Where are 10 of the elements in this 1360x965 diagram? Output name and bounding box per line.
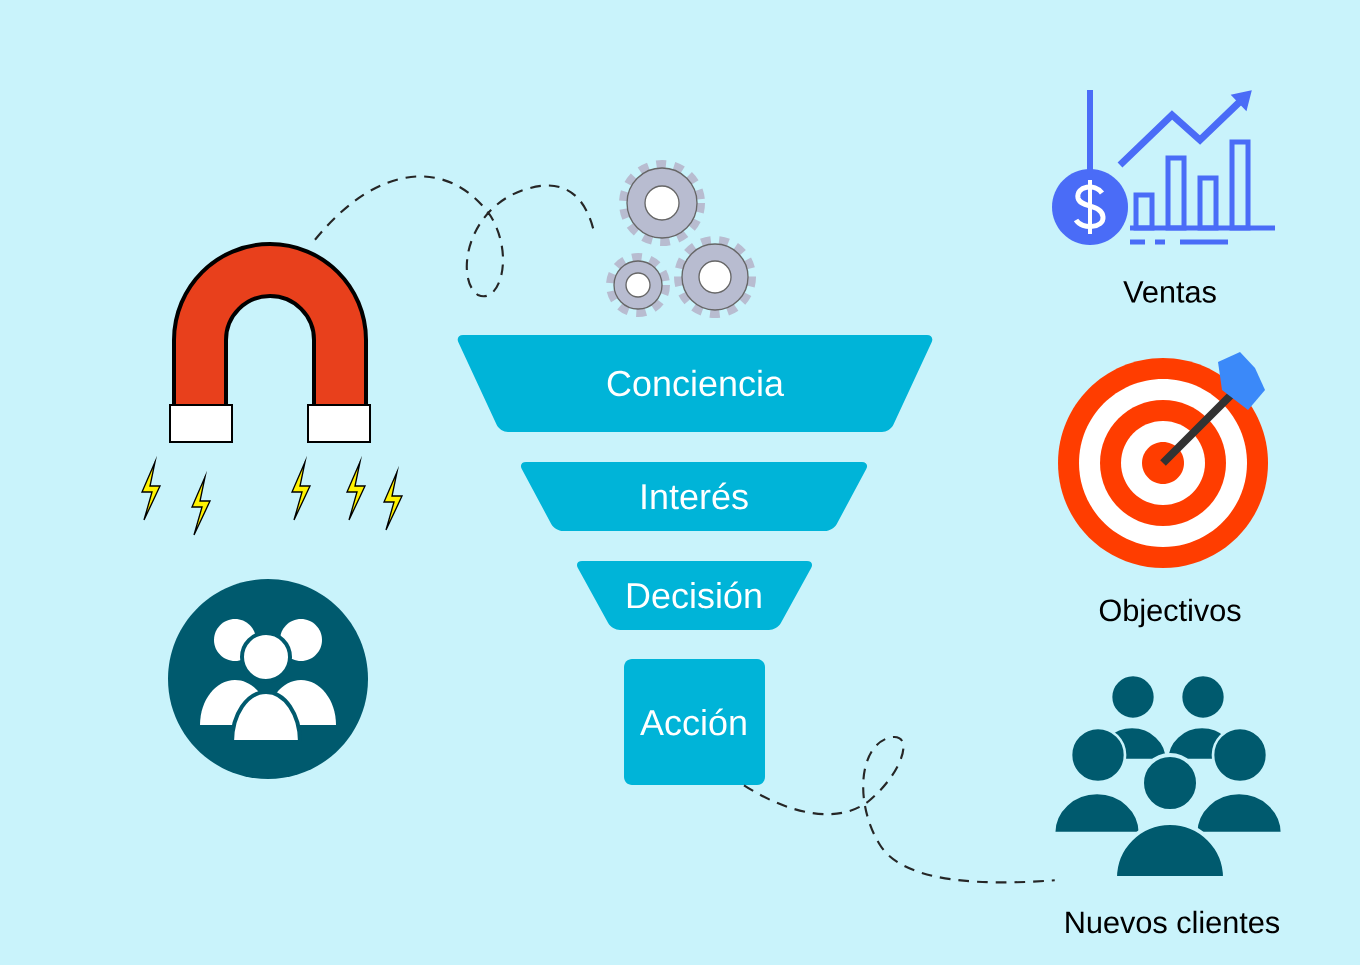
- funnel-band: Decisión: [577, 561, 812, 630]
- icon-caption: Ventas: [1123, 281, 1216, 303]
- dashed-connector: [314, 175, 596, 298]
- magnet-drawing: [141, 242, 404, 536]
- dashed-connector: [743, 736, 1055, 884]
- funnel-band: Acción: [624, 659, 765, 785]
- icon-caption: Objectivos: [1099, 598, 1241, 628]
- gears-drawing: [606, 160, 756, 318]
- icon-caption: Nuevos clientes: [1066, 910, 1280, 934]
- funnel-band: Conciencia: [457, 335, 933, 432]
